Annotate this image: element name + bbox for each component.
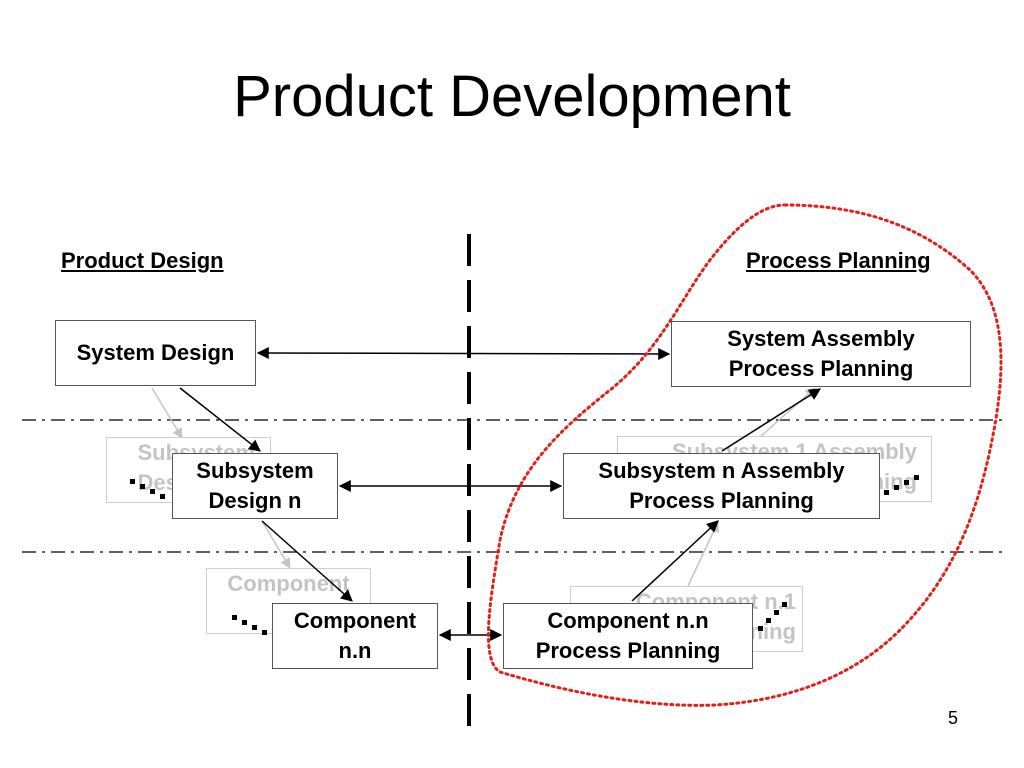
box-component-nn: Component n.n (272, 603, 438, 669)
box-component-nn-pp-label: Component n.n Process Planning (535, 608, 721, 663)
box-system-assembly-pp-label: System Assembly Process Planning (727, 326, 915, 381)
box-subsystem-n-assembly-pp: Subsystem n Assembly Process Planning (563, 453, 880, 519)
box-component-nn-label: Component n.n (293, 608, 417, 663)
page-number: 5 (948, 708, 959, 728)
box-subsystem-n-assembly-pp-label: Subsystem n Assembly Process Planning (598, 458, 845, 513)
heading-product-design: Product Design (61, 248, 224, 273)
box-system-design: System Design (55, 320, 256, 386)
ghost-arrow-system-to-subsystem1 (151, 387, 183, 439)
box-system-assembly-pp: System Assembly Process Planning (671, 321, 971, 387)
ghost-box-component-1-label: Component (227, 571, 350, 596)
box-subsystem-design-n-label: Subsystem Design n (196, 458, 314, 513)
slide-title: Product Development (233, 64, 791, 129)
ghost-arrow-subsystem1pp-to-systempp (759, 387, 816, 438)
box-component-nn-pp: Component n.n Process Planning (503, 603, 753, 669)
box-system-design-label: System Design (76, 340, 235, 365)
box-subsystem-design-n: Subsystem Design n (172, 453, 338, 519)
ghost-arrow-componentn1pp-to-subsystempp (687, 521, 719, 587)
heading-process-planning: Process Planning (746, 248, 931, 273)
ghost-arrow-subsystem-to-component1 (261, 520, 291, 569)
